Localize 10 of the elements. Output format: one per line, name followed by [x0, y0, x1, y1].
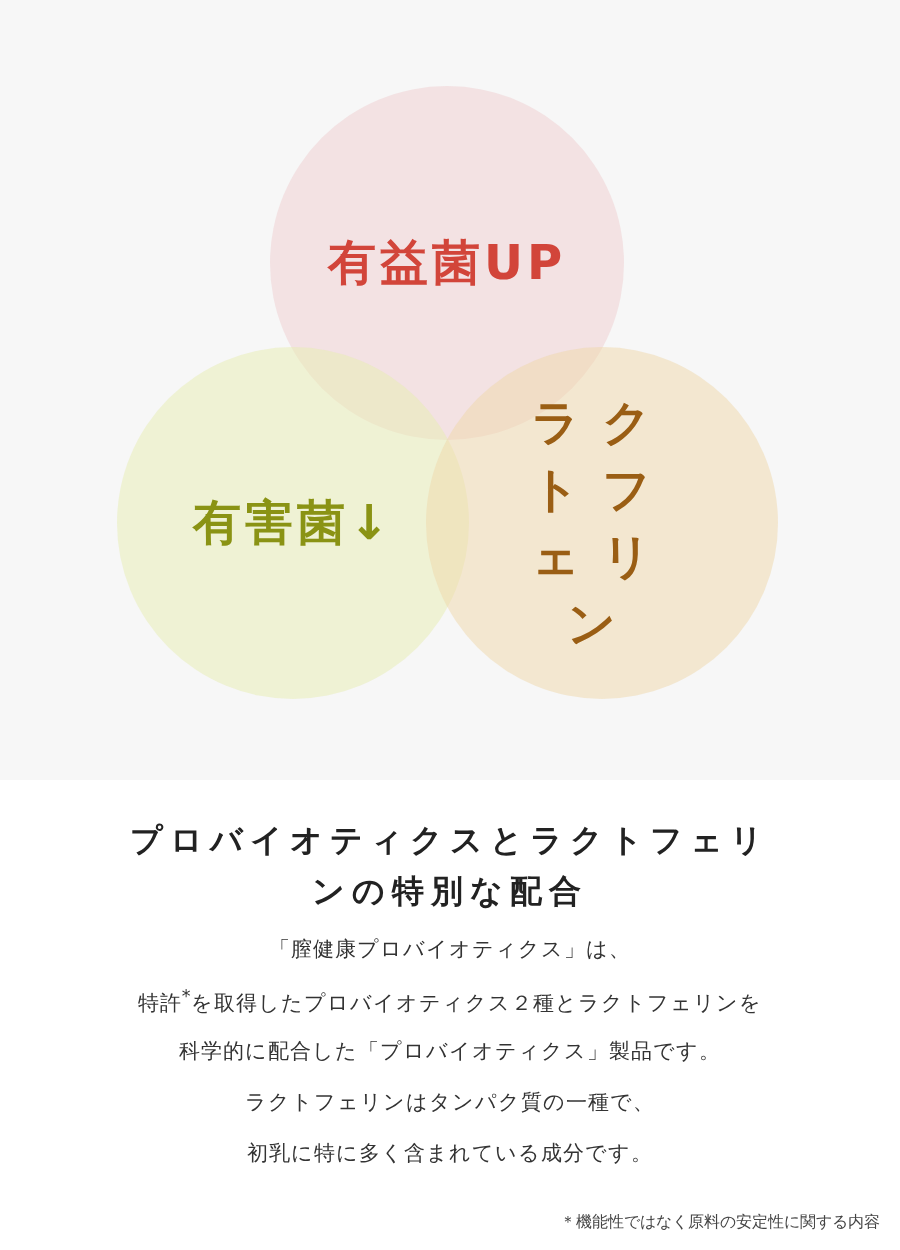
circle-label: 有害菌↓: [192, 493, 394, 553]
body-text: 科学的に配合した「プロバイオティクス」製品です。: [179, 1038, 721, 1065]
body-text: 初乳に特に多く含まれている成分です。: [247, 1140, 653, 1167]
heading: プロバイオティクスとラクトフェリンの特別な配合: [130, 820, 770, 913]
circle-label: 有益菌UP: [327, 233, 567, 293]
circle-label: ラクトフェリン: [530, 392, 674, 654]
footnote: ＊機能性ではなく原料の安定性に関する内容: [560, 1212, 880, 1233]
body-text: 「膣健康プロバイオティクス」は、: [269, 936, 631, 963]
body-text: ラクトフェリンはタンパク質の一種で、: [245, 1089, 655, 1116]
body-text: 特許$^{*}$を取得したプロバイオティクス２種とラクトフェリンを: [137, 986, 763, 1017]
